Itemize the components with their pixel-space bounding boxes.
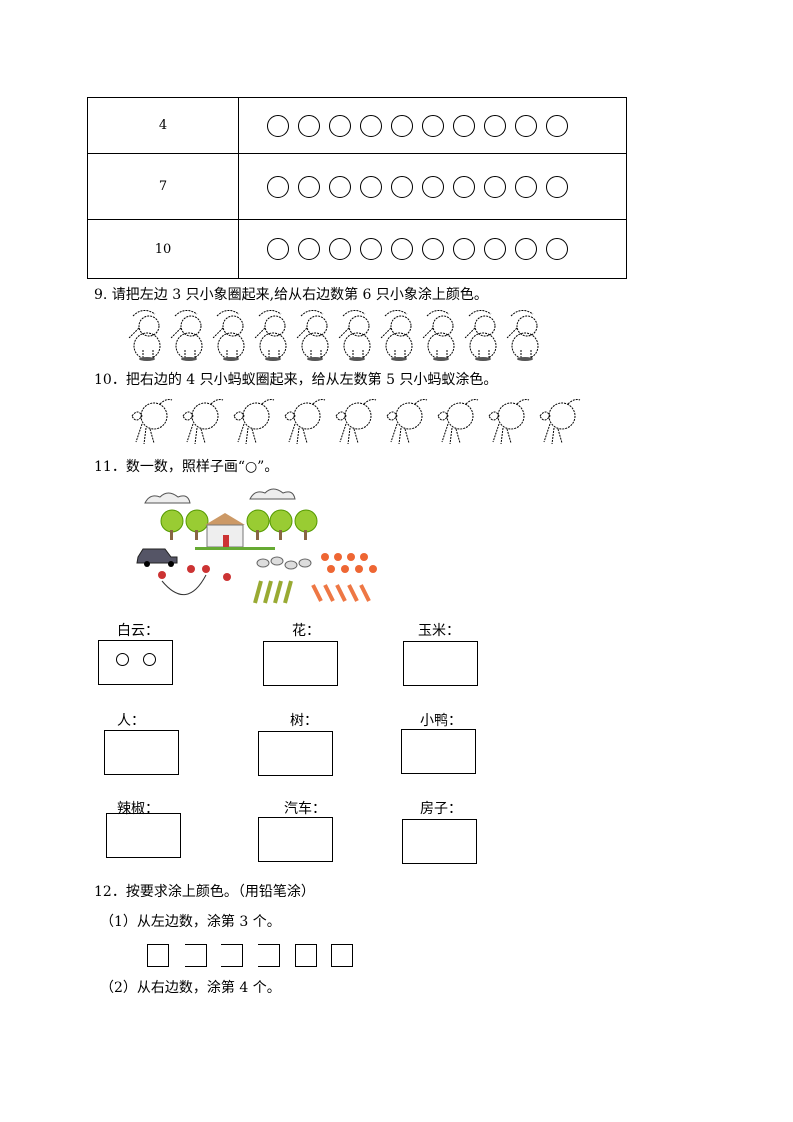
answer-circle[interactable] [484, 238, 506, 260]
elephant-picture[interactable] [419, 306, 461, 366]
row-number: 4 [87, 97, 239, 154]
answer-circle[interactable] [391, 175, 413, 198]
answer-circle[interactable] [515, 114, 537, 137]
row-number: 10 [87, 219, 239, 279]
counting-scene-picture [136, 488, 377, 604]
label-ducks: 小鸭： [420, 713, 462, 729]
elephant-picture[interactable] [293, 306, 335, 366]
answer-circle[interactable] [422, 175, 444, 198]
sample-circle [142, 653, 156, 666]
answer-circle[interactable] [298, 238, 320, 260]
answer-box-people[interactable] [104, 730, 179, 775]
question-10: 10．把右边的 4 只小蚂蚁圈起来，给从左数第 5 只小蚂蚁涂色。 [94, 372, 498, 388]
answer-circle[interactable] [546, 238, 568, 260]
label-flowers: 花： [292, 623, 320, 639]
elephant-picture[interactable] [209, 306, 251, 366]
answer-circle[interactable] [329, 175, 351, 198]
answer-circle[interactable] [546, 175, 568, 198]
label-houses: 房子： [420, 801, 462, 817]
answer-box-peppers[interactable] [106, 813, 181, 858]
answer-circle[interactable] [329, 238, 351, 260]
ant-picture[interactable] [281, 398, 326, 452]
question-12-part-2: （2）从右边数，涂第 4 个。 [100, 980, 281, 996]
label-trees: 树： [290, 713, 318, 729]
elephant-picture[interactable] [503, 306, 545, 366]
answer-circle[interactable] [267, 175, 289, 198]
answer-box-ducks[interactable] [401, 729, 476, 774]
elephant-picture[interactable] [125, 306, 167, 366]
answer-circle[interactable] [391, 114, 413, 137]
question-11: 11．数一数，照样子画“○”。 [94, 459, 279, 475]
question-12: 12．按要求涂上颜色。（用铅笔涂） [94, 884, 315, 900]
answer-circle[interactable] [360, 175, 382, 198]
answer-circle[interactable] [546, 114, 568, 137]
answer-box-clouds[interactable] [98, 640, 173, 685]
answer-box-flowers[interactable] [263, 641, 338, 686]
elephant-row [125, 306, 545, 366]
answer-circle[interactable] [329, 114, 351, 137]
color-square[interactable] [185, 944, 207, 967]
elephant-picture[interactable] [461, 306, 503, 366]
answer-box-cars[interactable] [258, 817, 333, 862]
sample-circle [115, 653, 129, 666]
color-square[interactable] [295, 944, 317, 967]
circle-cell [238, 219, 627, 279]
answer-circle[interactable] [422, 114, 444, 137]
elephant-picture[interactable] [335, 306, 377, 366]
answer-circle[interactable] [267, 114, 289, 137]
ant-picture[interactable] [383, 398, 428, 452]
ant-picture[interactable] [179, 398, 224, 452]
color-square[interactable] [258, 944, 280, 967]
answer-circle[interactable] [391, 238, 413, 260]
elephant-picture[interactable] [377, 306, 419, 366]
answer-circle[interactable] [298, 114, 320, 137]
table-row: 4 [87, 97, 627, 154]
ant-picture[interactable] [230, 398, 275, 452]
circle-table: 4 7 10 [87, 97, 627, 279]
label-clouds: 白云： [117, 623, 159, 639]
ant-picture[interactable] [128, 398, 173, 452]
answer-circle[interactable] [360, 238, 382, 260]
color-square[interactable] [147, 944, 169, 967]
answer-circle[interactable] [267, 238, 289, 260]
label-people: 人： [117, 713, 145, 729]
ant-picture[interactable] [434, 398, 479, 452]
ant-picture[interactable] [332, 398, 377, 452]
answer-circle[interactable] [515, 238, 537, 260]
elephant-picture[interactable] [167, 306, 209, 366]
question-12-part-1: （1）从左边数，涂第 3 个。 [100, 914, 281, 930]
answer-box-corn[interactable] [403, 641, 478, 686]
row-number: 7 [87, 153, 239, 220]
answer-circle[interactable] [484, 175, 506, 198]
answer-circle[interactable] [453, 114, 475, 137]
color-square[interactable] [221, 944, 243, 967]
answer-box-houses[interactable] [402, 819, 477, 864]
answer-circle[interactable] [298, 175, 320, 198]
table-row: 10 [87, 219, 627, 279]
label-corn: 玉米： [418, 623, 460, 639]
label-cars: 汽车： [284, 801, 326, 817]
ant-picture[interactable] [485, 398, 530, 452]
answer-circle[interactable] [422, 238, 444, 260]
ant-picture[interactable] [536, 398, 581, 452]
circle-cell [238, 153, 627, 220]
answer-circle[interactable] [515, 175, 537, 198]
answer-circle[interactable] [453, 238, 475, 260]
circle-cell [238, 97, 627, 154]
elephant-picture[interactable] [251, 306, 293, 366]
ant-row [128, 398, 581, 452]
question-9: 9. 请把左边 3 只小象圈起来,给从右边数第 6 只小象涂上颜色。 [94, 287, 488, 303]
answer-circle[interactable] [360, 114, 382, 137]
answer-circle[interactable] [484, 114, 506, 137]
color-square[interactable] [331, 944, 353, 967]
answer-box-trees[interactable] [258, 731, 333, 776]
table-row: 7 [87, 153, 627, 220]
answer-circle[interactable] [453, 175, 475, 198]
